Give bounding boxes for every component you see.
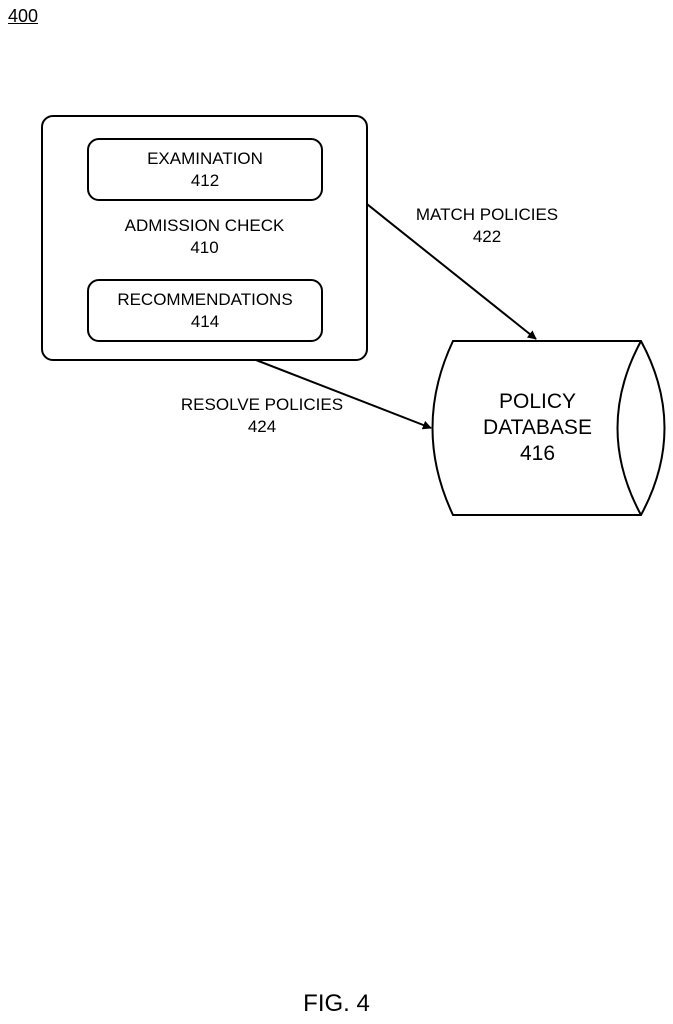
policy-database-line2: DATABASE xyxy=(455,415,620,441)
recommendations-number: 414 xyxy=(191,311,219,333)
figure-caption: FIG. 4 xyxy=(0,990,673,1018)
policy-database-line1: POLICY xyxy=(455,389,620,415)
examination-title: EXAMINATION xyxy=(147,148,263,170)
admission-check-title: ADMISSION CHECK xyxy=(100,215,309,237)
policy-database-label: POLICY DATABASE 416 xyxy=(455,389,620,467)
examination-box: EXAMINATION 412 xyxy=(87,138,323,201)
recommendations-box: RECOMMENDATIONS 414 xyxy=(87,279,323,342)
resolve-policies-number: 424 xyxy=(160,416,364,438)
admission-check-label: ADMISSION CHECK 410 xyxy=(100,215,309,259)
resolve-policies-title: RESOLVE POLICIES xyxy=(160,394,364,416)
admission-check-number: 410 xyxy=(100,237,309,259)
resolve-policies-label: RESOLVE POLICIES 424 xyxy=(160,394,364,438)
policy-database-number: 416 xyxy=(455,441,620,467)
match-policies-number: 422 xyxy=(392,226,582,248)
match-policies-title: MATCH POLICIES xyxy=(392,204,582,226)
match-policies-label: MATCH POLICIES 422 xyxy=(392,204,582,248)
recommendations-title: RECOMMENDATIONS xyxy=(117,289,292,311)
examination-number: 412 xyxy=(191,170,219,192)
